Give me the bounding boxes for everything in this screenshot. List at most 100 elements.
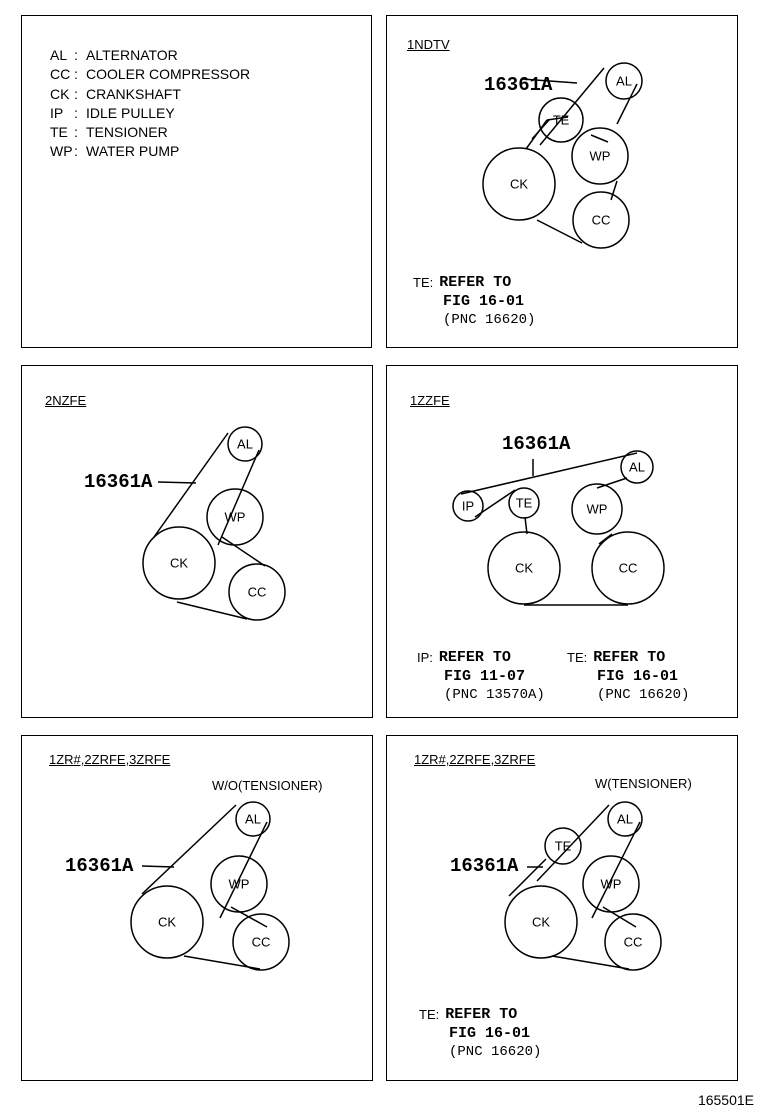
reference-note-te: TE:REFER TO FIG 16-01 (PNC 16620) xyxy=(567,649,690,703)
legend: AL:ALTERNATOR CC:COOLER COMPRESSOR CK:CR… xyxy=(50,46,250,162)
pulley-al xyxy=(620,450,654,484)
engine-label: 2NZFE xyxy=(45,393,87,408)
pulley-wp xyxy=(571,483,623,535)
figure-id: 165501E xyxy=(697,1092,754,1108)
reference-note: TE:REFER TO FIG 16-01 (PNC 16620) xyxy=(413,274,536,328)
belt-line xyxy=(219,821,268,919)
pulley-label: CK xyxy=(510,177,528,192)
variant-label: W(TENSIONER) xyxy=(595,776,692,791)
belt-diagram-1ndtv: AL TE WP CK CC xyxy=(482,62,643,249)
pulley-ck xyxy=(130,885,204,959)
belt-line xyxy=(176,601,248,620)
leader-line xyxy=(157,481,197,484)
belt-line xyxy=(221,536,266,567)
pulley-label: AL xyxy=(237,437,253,452)
pulley-ip xyxy=(452,490,484,522)
belt-diagram-1zr-w: AL TE WP CK CC xyxy=(504,801,662,971)
pulley-cc xyxy=(604,913,662,971)
belt-line xyxy=(153,432,229,538)
belt-line xyxy=(536,219,583,244)
pulley-cc xyxy=(591,531,665,605)
pulley-label: IP xyxy=(462,499,474,514)
pulley-te xyxy=(508,487,540,519)
engine-label: 1ZR#,2ZRFE,3ZRFE xyxy=(414,752,536,767)
legend-row: AL:ALTERNATOR xyxy=(50,47,178,63)
pulley-label: WP xyxy=(225,510,246,525)
pulley-wp xyxy=(582,855,640,913)
belt-line xyxy=(141,804,237,895)
belt-line xyxy=(551,955,630,970)
pulley-te xyxy=(538,97,584,143)
pulley-al xyxy=(227,426,263,462)
pulley-label: AL xyxy=(617,812,633,827)
pulley-label: CC xyxy=(252,935,271,950)
engine-label: 1ZZFE xyxy=(410,393,450,408)
pulley-label: WP xyxy=(590,149,611,164)
part-number: 16361A xyxy=(502,433,571,455)
pulley-ck xyxy=(142,526,216,600)
part-number: 16361A xyxy=(450,855,519,877)
pulley-label: CC xyxy=(619,561,638,576)
belt-line xyxy=(525,119,548,150)
pulley-label: AL xyxy=(629,460,645,475)
reference-note: TE:REFER TO FIG 16-01 (PNC 16620) xyxy=(419,1006,542,1060)
pulley-al xyxy=(605,62,643,100)
belt-line xyxy=(590,134,609,143)
pulley-label: AL xyxy=(245,812,261,827)
pulley-te xyxy=(544,827,582,865)
belt-line xyxy=(539,67,605,146)
part-number: 16361A xyxy=(65,855,134,877)
pulley-label: CK xyxy=(515,561,533,576)
belt-line xyxy=(596,477,628,489)
pulley-ck xyxy=(487,531,561,605)
belt-line xyxy=(217,449,260,546)
pulley-cc xyxy=(572,191,630,249)
pulley-label: AL xyxy=(616,74,632,89)
panel-1ndtv: AL TE WP CK CC 1NDTV 16361A TE:REFER TO … xyxy=(386,15,738,348)
legend-panel: AL:ALTERNATOR CC:COOLER COMPRESSOR CK:CR… xyxy=(21,15,372,348)
pulley-label: CK xyxy=(170,556,188,571)
pulley-cc xyxy=(228,563,286,621)
pulley-wp xyxy=(571,127,629,185)
legend-row: CC:COOLER COMPRESSOR xyxy=(50,66,251,83)
pulley-label: TE xyxy=(555,839,572,854)
engine-label: 1ZR#,2ZRFE,3ZRFE xyxy=(49,752,171,767)
belt-diagram-1zzfe: AL IP TE WP CK CC xyxy=(452,450,665,606)
pulley-wp xyxy=(206,488,264,546)
panel-1zr-without-tensioner: AL WP CK CC 1ZR#,2ZRFE,3ZRFE W/O(TENSION… xyxy=(21,735,373,1081)
pulley-ck xyxy=(504,885,578,959)
pulley-wp xyxy=(210,855,268,913)
pulley-label: CC xyxy=(248,585,267,600)
leader-line xyxy=(521,78,578,84)
panel-2nzfe: AL WP CK CC 2NZFE 16361A xyxy=(21,365,373,718)
legend-row: TE:TENSIONER xyxy=(50,124,168,141)
belt-line xyxy=(616,83,638,125)
belt-line xyxy=(524,516,528,535)
pulley-label: TE xyxy=(516,496,533,511)
pulley-label: CC xyxy=(592,213,611,228)
panel-1zzfe: AL IP TE WP CK CC 1ZZFE 16361A IP:REFER … xyxy=(386,365,738,718)
pulley-label: TE xyxy=(553,113,570,128)
belt-line xyxy=(508,858,547,897)
legend-row: WP:WATER PUMP xyxy=(50,143,180,160)
engine-label: 1NDTV xyxy=(407,37,450,52)
pulley-label: CK xyxy=(532,915,550,930)
part-number: 16361A xyxy=(484,74,553,96)
belt-line xyxy=(591,821,641,919)
belt-line xyxy=(536,804,610,882)
variant-label: W/O(TENSIONER) xyxy=(212,778,323,793)
pulley-al xyxy=(235,801,271,837)
legend-row: IP:IDLE PULLEY xyxy=(50,104,175,121)
belt-line xyxy=(610,180,618,201)
pulley-al xyxy=(607,801,643,837)
belt-line xyxy=(546,116,569,121)
panel-1zr-with-tensioner: AL TE WP CK CC 1ZR#,2ZRFE,3ZRFE W(TENSIO… xyxy=(386,735,738,1081)
leader-line xyxy=(141,865,175,868)
belt-diagram-2nzfe: AL WP CK CC xyxy=(142,426,286,621)
pulley-label: WP xyxy=(587,502,608,517)
pulley-label: CK xyxy=(158,915,176,930)
pulley-label: WP xyxy=(229,877,250,892)
belt-diagram-1zr-wo: AL WP CK CC xyxy=(130,801,290,971)
pulley-ck xyxy=(482,147,556,221)
part-number: 16361A xyxy=(84,471,153,493)
